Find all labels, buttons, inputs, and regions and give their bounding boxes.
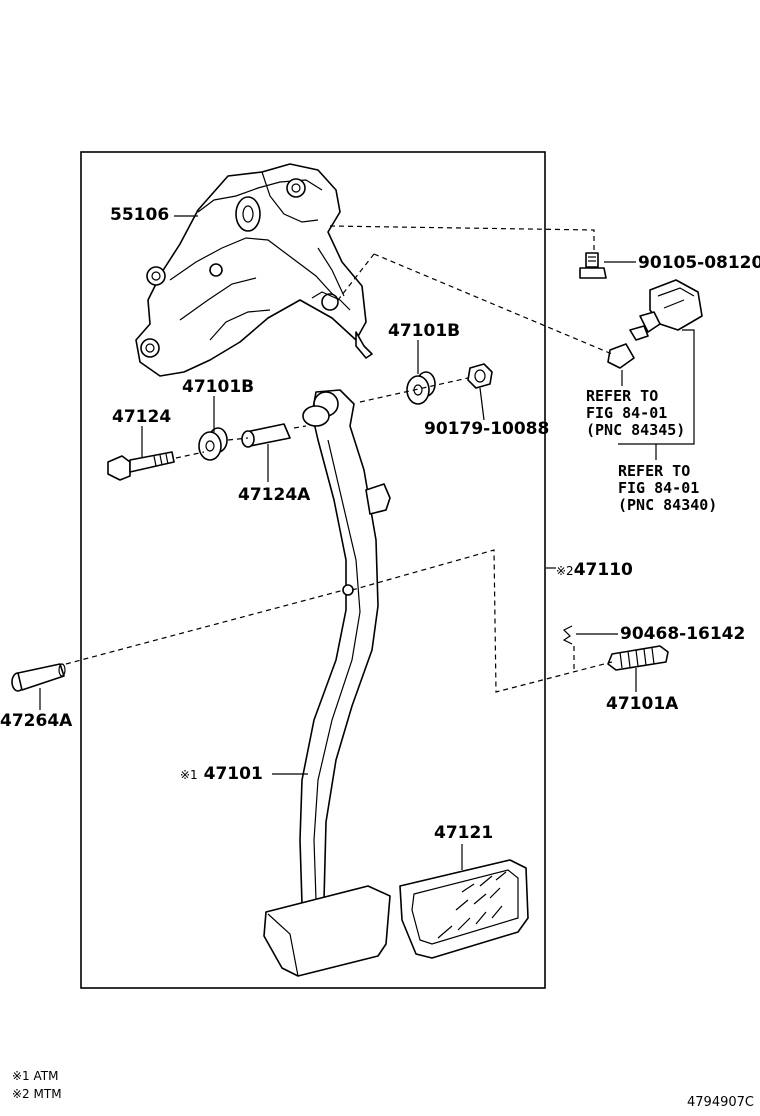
bolt-90105 xyxy=(579,252,607,279)
label-90179-10088: 90179-10088 xyxy=(424,419,550,439)
refer-line-3: (PNC 84340) xyxy=(618,496,718,514)
mark-1: ※1 xyxy=(180,768,198,782)
label-47124: 47124 xyxy=(112,407,172,427)
brake-pedal-arm xyxy=(263,389,391,977)
diagram-frame xyxy=(80,151,546,989)
label-47101: ※1 47101 xyxy=(180,765,263,784)
label-90105-08120: 90105-08120 xyxy=(638,253,760,273)
mark-2: ※2 xyxy=(556,564,574,578)
bolt-47124 xyxy=(107,451,175,481)
footnote-mtm: ※2 MTM xyxy=(12,1087,62,1101)
refer-line-1: REFER TO xyxy=(618,462,691,480)
label-47101b-left: 47101B xyxy=(182,377,255,397)
label-47101b-top: 47101B xyxy=(388,321,461,341)
stop-lamp-switch xyxy=(607,279,703,369)
clevis-pin-47264a xyxy=(11,663,66,692)
label-90468-16142: 90468-16142 xyxy=(620,624,746,644)
nut-90179 xyxy=(467,363,493,389)
refer-line-2: FIG 84-01 xyxy=(586,404,668,422)
label-47264a: 47264A xyxy=(0,711,73,731)
label-47124a: 47124A xyxy=(238,485,311,505)
pedal-bracket xyxy=(135,163,373,377)
collar-47124a xyxy=(241,423,291,448)
label-47110-number: 47110 xyxy=(573,560,633,580)
label-47121: 47121 xyxy=(434,823,494,843)
refer-line-1: REFER TO xyxy=(586,387,659,405)
label-47101a: 47101A xyxy=(606,694,679,714)
refer-line-2: FIG 84-01 xyxy=(618,479,700,497)
pin-47101a xyxy=(607,645,669,671)
bushing-47101b-left xyxy=(198,427,228,461)
label-55106: 55106 xyxy=(110,205,170,225)
label-47110: ※247110 xyxy=(556,561,633,580)
bushing-47101b-top xyxy=(406,371,436,405)
label-47101-number: 47101 xyxy=(203,764,263,784)
footnote-atm: ※1 ATM xyxy=(12,1069,59,1083)
pedal-pad xyxy=(399,859,529,959)
diagram-code: 4794907C xyxy=(687,1095,754,1110)
refer-line-3: (PNC 84345) xyxy=(586,421,686,439)
clip-90468 xyxy=(562,625,573,645)
